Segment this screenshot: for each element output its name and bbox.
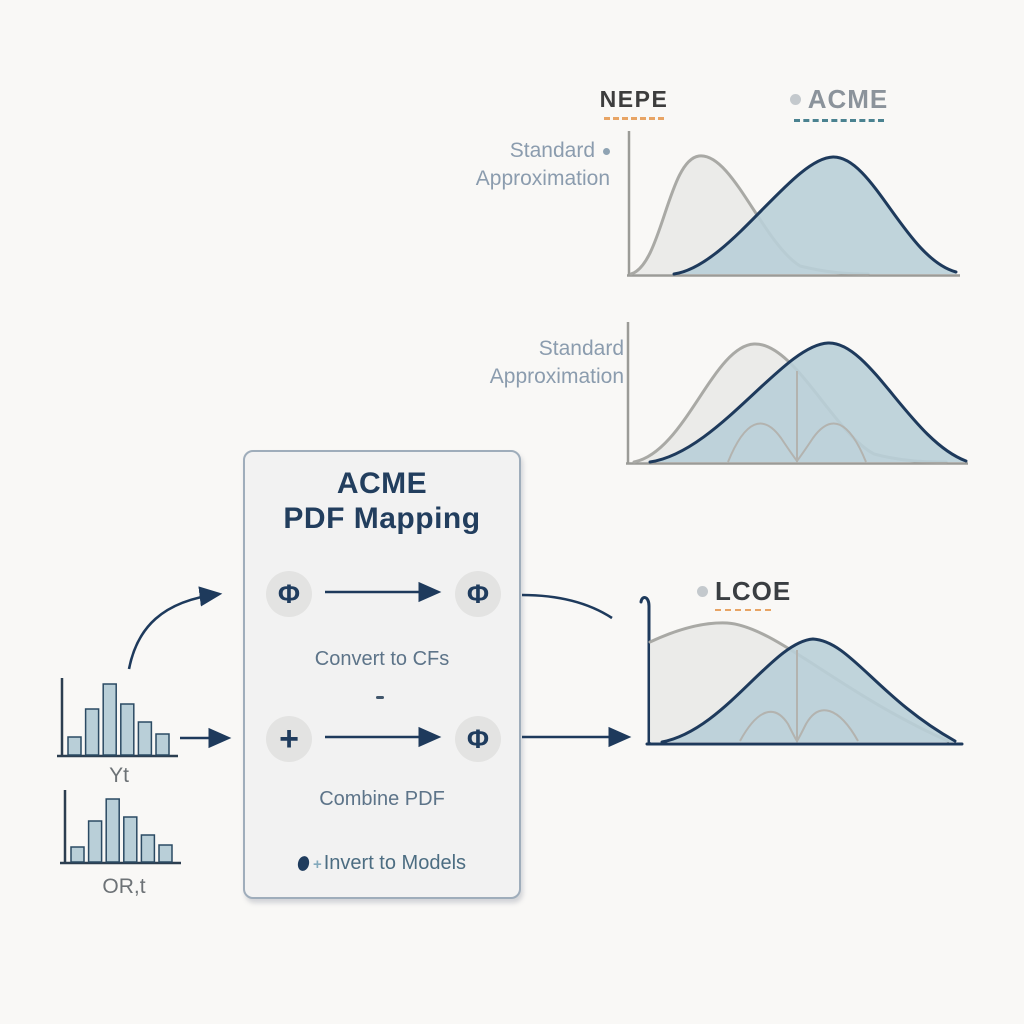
pdf-mapping-box: ACME PDF Mapping Φ Φ Convert to CFs + Φ … xyxy=(243,450,521,899)
footer-label: Invert to Models xyxy=(323,852,467,874)
label-lcoe: LCOE xyxy=(697,576,791,611)
box-title-line1: ACME xyxy=(336,467,428,500)
lcoe-text: LCOE xyxy=(715,576,792,606)
small-plus-icon: + xyxy=(312,856,322,873)
chart-top-standard-approximation xyxy=(627,131,960,277)
legend-acme-label: ACME xyxy=(807,84,889,114)
small-dot-icon xyxy=(603,148,610,155)
arrow-output-curved xyxy=(521,593,613,620)
chart-output-lcoe xyxy=(639,596,964,746)
label-line2: Approximation xyxy=(489,365,624,388)
step2-caption: Combine PDF xyxy=(319,788,445,810)
label-line2: Approximation xyxy=(475,167,610,190)
legend-acme: ACME xyxy=(778,84,900,122)
label-line1: Standard xyxy=(509,139,595,162)
oval-bullet-icon xyxy=(296,854,311,873)
acme-dashed-line xyxy=(794,119,884,122)
bar-chart-yt xyxy=(57,678,178,758)
box-title-line2: PDF Mapping xyxy=(283,502,481,535)
label-standard-approximation-middle: Standard Approximation xyxy=(490,335,624,391)
yt-bars xyxy=(67,683,170,756)
label-standard-approximation-top: Standard Approximation xyxy=(476,137,610,193)
lcoe-dashed-line xyxy=(715,609,771,611)
separator-dash xyxy=(376,696,384,699)
box-title: ACME PDF Mapping xyxy=(245,466,519,536)
lcoe-bullet-icon xyxy=(697,586,708,597)
arrow-input-curved xyxy=(127,586,223,670)
phi-icon: Φ xyxy=(455,716,501,762)
phi-icon: Φ xyxy=(455,571,501,617)
chart-middle-standard-approximation xyxy=(626,322,968,465)
step1-caption: Convert to CFs xyxy=(314,648,450,670)
label-yt: Yt xyxy=(109,764,129,787)
ort-bars xyxy=(70,798,173,863)
legend-nepe: NEPE xyxy=(596,86,672,120)
legend-bullet-icon xyxy=(789,94,801,105)
nepe-dashed-line xyxy=(604,117,664,120)
label-ort: OR,t xyxy=(102,875,146,898)
bar-chart-ort xyxy=(60,790,181,865)
label-line1: Standard xyxy=(538,337,624,360)
phi-icon: Φ xyxy=(266,571,312,617)
legend-nepe-label: NEPE xyxy=(599,86,669,112)
box-footer: +Invert to Models xyxy=(245,852,519,875)
plus-icon: + xyxy=(266,716,312,762)
